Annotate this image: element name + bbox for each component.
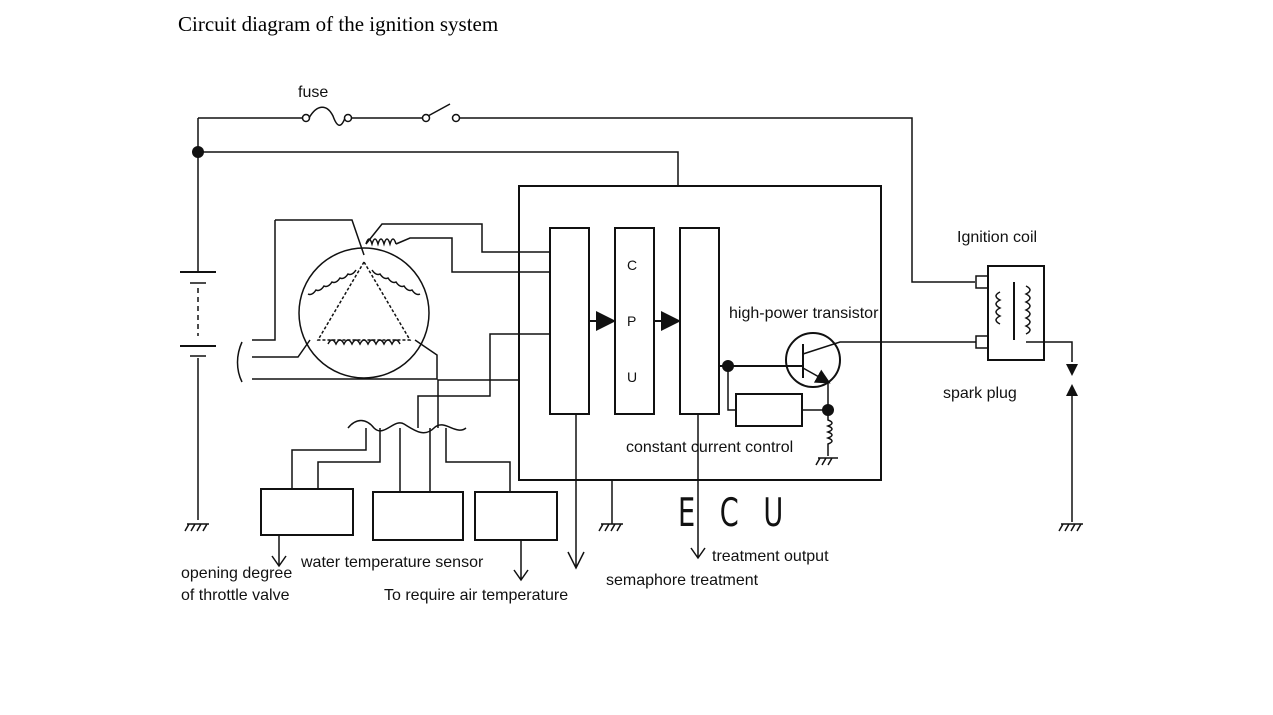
cpu-letter-u: U	[627, 369, 637, 385]
air-temp-label: To require air temperature	[384, 587, 568, 604]
water-temp-sensor-label: water temperature sensor	[300, 554, 484, 571]
high-power-transistor	[719, 332, 976, 408]
transistor-label: high-power transistor	[729, 305, 879, 322]
constant-current-control-label: constant current control	[626, 439, 793, 456]
page-title: Circuit diagram of the ignition system	[178, 12, 499, 36]
throttle-label-line2: of throttle valve	[181, 587, 290, 604]
ground-left	[184, 523, 209, 532]
sensor-bus	[291, 333, 550, 492]
constant-current-control-box	[735, 393, 803, 427]
ecu-housing	[518, 185, 882, 481]
air-temp-output-arrow	[513, 540, 529, 582]
treatment-output-label: treatment output	[712, 548, 829, 565]
treatment-output-arrow	[690, 414, 706, 560]
throttle-output-arrow	[271, 535, 287, 568]
ground-right	[1058, 523, 1083, 532]
throttle-sensor-box	[260, 488, 354, 536]
output-processing-block	[679, 227, 720, 415]
throttle-label-line1: opening degree	[181, 565, 292, 582]
water-temp-sensor-box	[372, 491, 464, 541]
air-temp-sensor-box	[474, 491, 558, 541]
supply-line	[198, 103, 975, 283]
semaphore-output-arrow	[567, 414, 585, 570]
spark-plug-label: spark plug	[943, 385, 1017, 402]
ignition-coil	[975, 265, 1073, 362]
fuse-label: fuse	[298, 84, 328, 101]
ignition-coil-label: Ignition coil	[957, 229, 1037, 246]
ground-ecu	[598, 480, 623, 532]
cpu-letter-c: C	[627, 257, 637, 273]
cpu-letter-p: P	[627, 313, 636, 329]
battery	[180, 118, 216, 520]
ecu-label: E C U	[678, 490, 791, 535]
generator-stator	[236, 219, 550, 383]
input-processing-block	[549, 227, 590, 415]
fuse-symbol: fuse	[298, 84, 328, 101]
semaphore-treatment-label: semaphore treatment	[606, 572, 759, 589]
spark-plug	[1066, 364, 1078, 522]
